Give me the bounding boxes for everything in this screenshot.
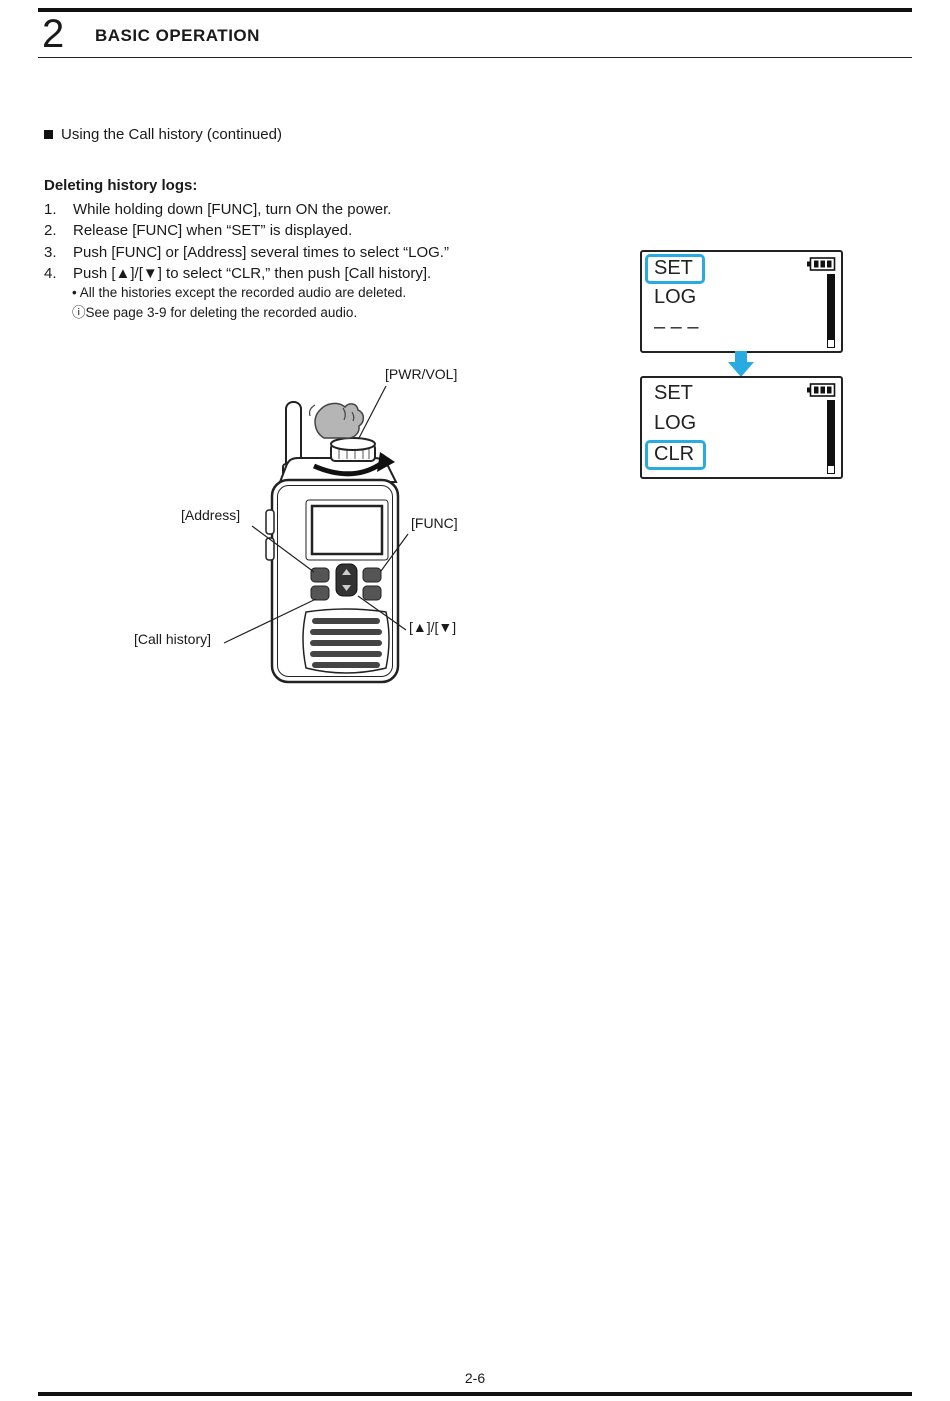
lcd2-line-log: LOG	[654, 412, 697, 434]
battery-icon	[806, 383, 836, 402]
section-bullet-icon	[44, 130, 53, 139]
note-list: • All the histories except the recorded …	[72, 283, 592, 322]
note-item: • All the histories except the recorded …	[72, 285, 407, 300]
lcd1-line-set: SET	[645, 254, 705, 284]
chapter-title: BASIC OPERATION	[95, 26, 260, 45]
lcd1-line-dashes: – – –	[654, 316, 699, 338]
lcd2-selection-box: CLR	[645, 440, 707, 470]
label-pwr-vol: [PWR/VOL]	[385, 366, 458, 382]
step-number: 1.	[44, 201, 57, 218]
step-number: 3.	[44, 243, 57, 261]
section-title-text: Using the Call history (continued)	[61, 126, 282, 143]
lcd2-line-set: SET	[654, 382, 693, 404]
step-text: Release [FUNC] when “SET” is displayed.	[73, 222, 353, 240]
footer-page-number: 2-6	[464, 1370, 486, 1386]
lcd-display-2: SET LOG CLR	[640, 376, 843, 479]
lcd2-line-clr: CLR	[645, 440, 707, 470]
step-text: Push [FUNC] or [Address] several times t…	[73, 243, 449, 261]
step-item: 2. Release [FUNC] when “SET” is displaye…	[44, 220, 604, 241]
step-item: 4. Push [▲]/[▼] to select “CLR,” then pu…	[44, 263, 604, 284]
lcd-display-1: SET LOG – – –	[640, 250, 843, 353]
step-text: Push [▲]/[▼] to select “CLR,” then push …	[73, 265, 432, 283]
battery-icon	[806, 257, 836, 276]
button-cluster	[310, 563, 382, 601]
connector-address	[251, 525, 315, 573]
bottom-rule	[38, 1392, 912, 1396]
step-item: 1. While holding down [FUNC], turn ON th…	[44, 199, 604, 220]
level-bar-icon	[827, 400, 835, 474]
step-number: 4.	[44, 265, 57, 283]
label-call-history: [Call history]	[134, 631, 212, 647]
step-item: 3. Push [FUNC] or [Address] several time…	[44, 242, 604, 263]
connector-func	[380, 533, 409, 572]
connector-up-down	[357, 595, 407, 631]
func-button	[362, 567, 382, 583]
header-rule	[38, 57, 912, 58]
lcd1-line-log: LOG	[654, 286, 697, 308]
power-volume-knob	[330, 437, 376, 462]
step-number: 2.	[44, 222, 57, 240]
speaker-grille	[302, 608, 390, 674]
chapter-number: 2	[42, 12, 65, 56]
connector-pwr-vol	[358, 385, 387, 439]
radio-screen	[305, 499, 389, 561]
hand-icon	[308, 402, 365, 439]
side-buttons	[265, 509, 275, 561]
down-arrow-icon	[728, 351, 754, 382]
level-bar-icon	[827, 274, 835, 348]
up-down-button	[335, 563, 358, 597]
connector-call-history	[223, 598, 317, 644]
note-item: ⓘSee page 3-9 for deleting the recorded …	[72, 304, 358, 320]
label-func: [FUNC]	[411, 515, 458, 531]
step-list: 1. While holding down [FUNC], turn ON th…	[44, 199, 604, 285]
label-up-down: [▲]/[▼]	[409, 619, 457, 635]
call-history-button	[310, 585, 330, 601]
top-rule	[38, 8, 912, 12]
step-text: While holding down [FUNC], turn ON the p…	[73, 201, 392, 218]
label-address: [Address]	[181, 507, 241, 523]
rotation-arrow-icon	[313, 452, 395, 477]
instructions-heading: Deleting history logs:	[44, 177, 198, 194]
radio-illustration	[223, 385, 409, 684]
lcd1-selection-box: SET	[645, 254, 705, 284]
address-button	[310, 567, 330, 583]
section-title: Using the Call history (continued)	[44, 126, 282, 143]
